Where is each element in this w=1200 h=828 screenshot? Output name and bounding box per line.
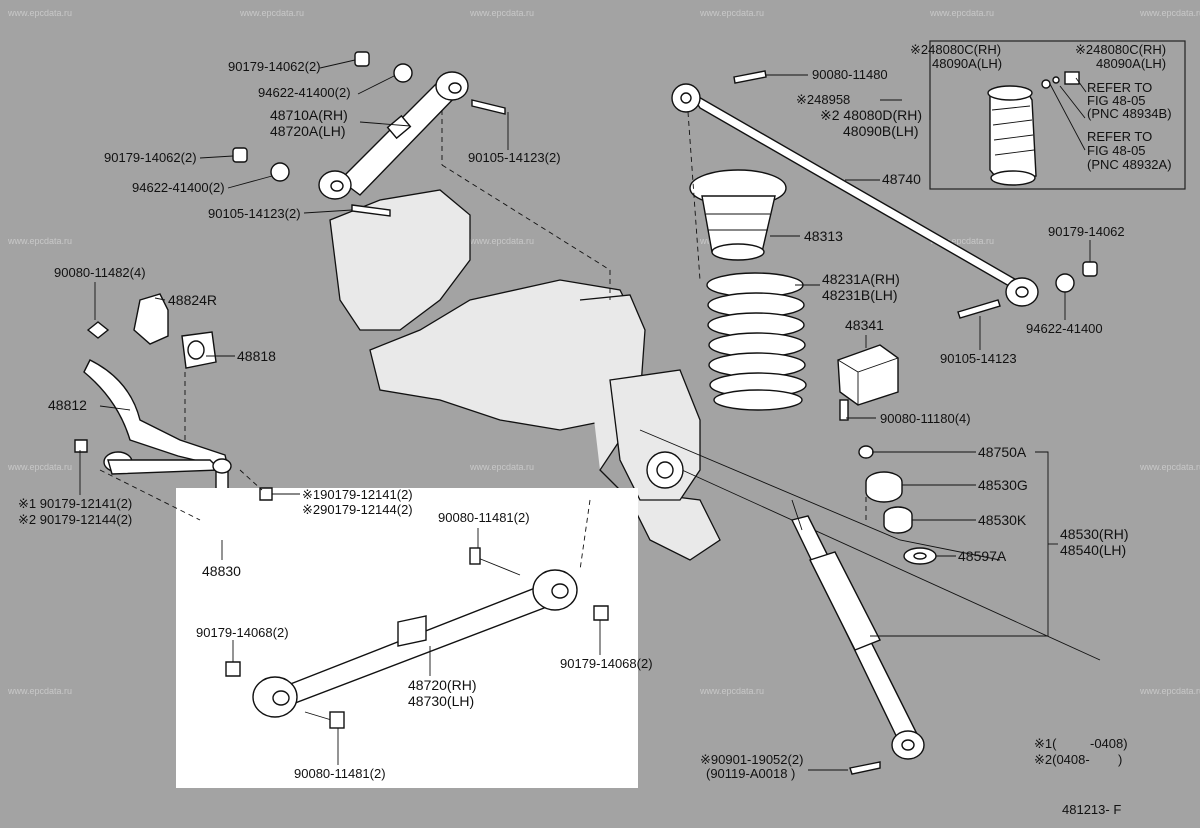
part-label: 90080-11482(4) (54, 265, 146, 280)
part-label: (PNC 48932A) (1087, 157, 1172, 172)
part-label: 90179-14068(2) (196, 625, 289, 640)
part-label: 90105-14123(2) (468, 150, 561, 165)
part-label: 48090B(LH) (843, 123, 919, 139)
part-label: 90179-14062(2) (228, 59, 321, 74)
refer-box (929, 40, 1186, 190)
part-label: 90105-14123(2) (208, 206, 301, 221)
watermark: www.epcdata.ru (7, 462, 72, 472)
note-range: ) (1118, 752, 1122, 767)
part-label: ※2 90179-12144(2) (18, 512, 132, 527)
watermark: www.epcdata.ru (1139, 8, 1200, 18)
part-label: ※1 90179-12141(2) (18, 496, 132, 511)
part-label: 90179-14062(2) (104, 150, 197, 165)
watermark: www.epcdata.ru (1139, 462, 1200, 472)
lateral-rod (671, 83, 1039, 307)
part-label: 48818 (237, 348, 276, 364)
part-label: 48710A(RH) (270, 107, 348, 123)
part-labels: 90179-14062(2) 94622-41400(2) 48710A(RH)… (18, 42, 1172, 781)
note-mark: ※2(0408- (1034, 752, 1090, 767)
watermark: www.epcdata.ru (7, 236, 72, 246)
part-label: 90179-14068(2) (560, 656, 653, 671)
part-label: ※248080C(RH) (1075, 42, 1166, 57)
lower-arm-inset (176, 488, 638, 788)
part-label: 48231A(RH) (822, 271, 900, 287)
part-label: 90179-14062 (1048, 224, 1125, 239)
part-label: ※248958 (796, 92, 850, 107)
part-label: 48830 (202, 563, 241, 579)
part-label: 48530(RH) (1060, 526, 1128, 542)
part-label: 48730(LH) (408, 693, 474, 709)
part-label: ※2 48080D(RH) (820, 107, 922, 123)
shock-absorber (790, 499, 925, 760)
watermark: www.epcdata.ru (7, 686, 72, 696)
part-label: 48341 (845, 317, 884, 333)
leader-lines (79, 59, 1091, 771)
part-label: 48231B(LH) (822, 287, 898, 303)
part-label: 90080-11481(2) (438, 510, 530, 525)
part-label: (90119-A0018 ) (706, 766, 795, 781)
watermark: www.epcdata.ru (929, 8, 994, 18)
part-label: 90080-11481(2) (294, 766, 386, 781)
coil-spring (706, 272, 807, 411)
range-notes: ※1( -0408) ※2(0408- ) 481213- F (1034, 736, 1128, 817)
bump-stopper (689, 169, 787, 261)
part-label: 48750A (978, 444, 1027, 460)
part-label: 90080-11180(4) (880, 411, 971, 426)
part-label: 48530K (978, 512, 1027, 528)
part-label: 48740 (882, 171, 921, 187)
part-label: 94622-41400 (1026, 321, 1103, 336)
watermark: www.epcdata.ru (699, 686, 764, 696)
part-label: 48313 (804, 228, 843, 244)
part-label: 48720(RH) (408, 677, 476, 693)
shock-mount-parts (858, 445, 937, 565)
part-label: 48812 (48, 397, 87, 413)
part-label: ※90901-19052(2) (700, 752, 803, 767)
part-label: REFER TO (1087, 129, 1152, 144)
part-label: REFER TO (1087, 80, 1152, 95)
watermark-group: www.epcdata.ru www.epcdata.ru www.epcdat… (7, 8, 1200, 696)
part-label: 90105-14123 (940, 351, 1017, 366)
spring-seat-bracket (837, 344, 899, 421)
note-mark: ※1( (1034, 736, 1057, 751)
part-label: 48597A (958, 548, 1007, 564)
stabilizer-bar (83, 293, 229, 475)
part-label: FIG 48-05 (1087, 143, 1146, 158)
note-range: -0408) (1090, 736, 1128, 751)
watermark: www.epcdata.ru (7, 8, 72, 18)
part-label: 94622-41400(2) (258, 85, 351, 100)
watermark: www.epcdata.ru (469, 236, 534, 246)
watermark: www.epcdata.ru (469, 462, 534, 472)
part-label: 48090A(LH) (932, 56, 1002, 71)
upper-control-arm (318, 71, 469, 200)
part-label: 48090A(LH) (1096, 56, 1166, 71)
part-label: 48824R (168, 292, 217, 308)
part-label: 94622-41400(2) (132, 180, 225, 195)
part-label: 90080-11480 (812, 67, 888, 82)
part-label: ※190179-12141(2) (302, 487, 413, 502)
part-label: 48530G (978, 477, 1028, 493)
part-label: ※248080C(RH) (910, 42, 1001, 57)
part-label: (PNC 48934B) (1087, 106, 1172, 121)
part-label: 48720A(LH) (270, 123, 346, 139)
part-label: FIG 48-05 (1087, 93, 1146, 108)
watermark: www.epcdata.ru (1139, 686, 1200, 696)
watermark: www.epcdata.ru (929, 236, 994, 246)
diagram-code: 481213- F (1062, 802, 1121, 817)
part-label: 48540(LH) (1060, 542, 1126, 558)
part-label: ※290179-12144(2) (302, 502, 413, 517)
watermark: www.epcdata.ru (239, 8, 304, 18)
fasteners (74, 51, 1098, 775)
watermark: www.epcdata.ru (699, 8, 764, 18)
watermark: www.epcdata.ru (469, 8, 534, 18)
